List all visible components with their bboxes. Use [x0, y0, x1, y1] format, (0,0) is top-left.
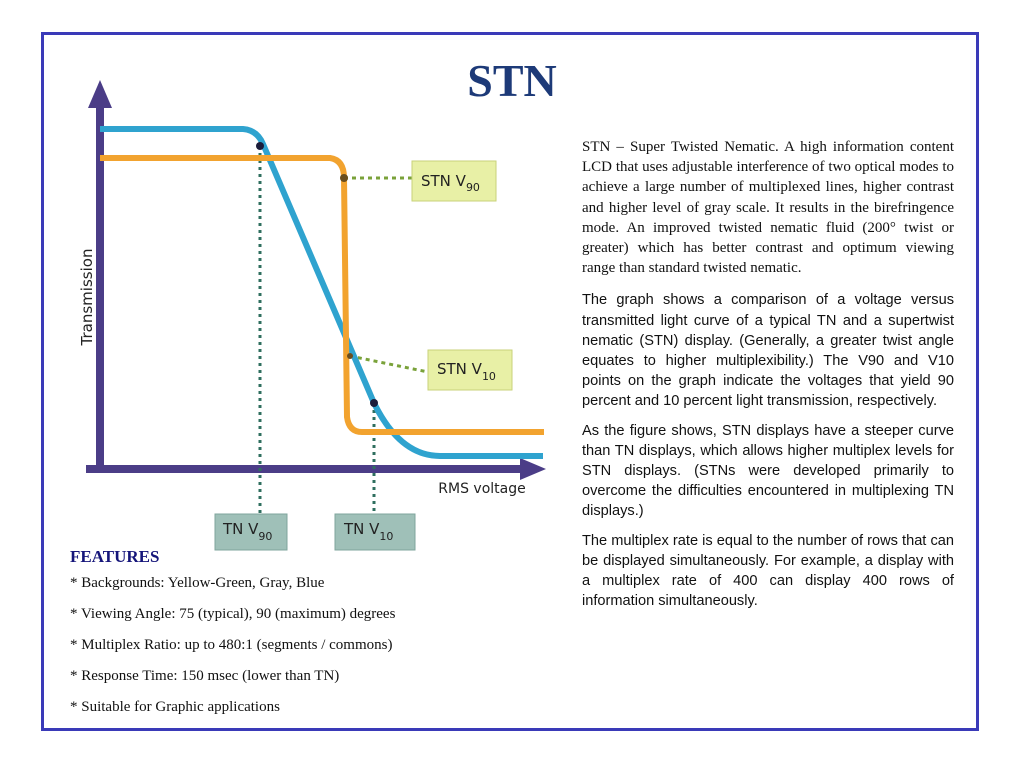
svg-text:TN V10: TN V10 [343, 520, 393, 543]
svg-text:STN V90: STN V90 [421, 172, 480, 194]
x-axis-arrowhead [520, 458, 546, 480]
tn-v10-point [370, 399, 378, 407]
svg-text:STN V10: STN V10 [437, 360, 496, 383]
graph-explanation-paragraph: The graph shows a comparison of a voltag… [582, 292, 954, 410]
stn-v90-label-sub: 90 [466, 181, 480, 194]
axes [86, 80, 546, 480]
slide-frame [41, 32, 979, 731]
multiplex-rate-paragraph: The multiplex rate is equal to the numbe… [582, 532, 954, 610]
stn-v90-label-main: STN V [421, 172, 467, 190]
stn-v10-point [347, 353, 353, 359]
tn-stn-transmission-diagram: Transmission RMS voltage STN V90 STN V10… [78, 80, 546, 551]
tn-v90-label-sub: 90 [258, 530, 272, 543]
feature-item: * Response Time: 150 msec (lower than TN… [70, 668, 340, 684]
feature-item: * Multiplex Ratio: up to 480:1 (segments… [70, 637, 393, 653]
tn-v90-point [256, 142, 264, 150]
stn-v10-label: STN V10 [427, 349, 513, 391]
tn-v90-label-main: TN V [222, 520, 259, 538]
description-column: STN – Super Twisted Nematic. A high info… [582, 137, 954, 620]
stn-v10-label-sub: 10 [482, 370, 496, 383]
stn-definition-paragraph: STN – Super Twisted Nematic. A high info… [582, 139, 954, 277]
feature-item: * Viewing Angle: 75 (typical), 90 (maxim… [70, 606, 396, 622]
tn-v90-label: TN V90 [214, 513, 288, 551]
svg-text:TN V90: TN V90 [222, 520, 272, 543]
leaders [258, 146, 429, 517]
stn-curve [100, 155, 544, 435]
features-heading: FEATURES [70, 547, 160, 566]
stn-v90-point [340, 174, 348, 182]
tn-v10-label: TN V10 [334, 513, 416, 551]
stn-v90-label: STN V90 [411, 160, 497, 202]
tn-v10-label-main: TN V [343, 520, 380, 538]
y-axis-label: Transmission [78, 249, 96, 347]
tn-v10-label-sub: 10 [379, 530, 393, 543]
feature-item: * Backgrounds: Yellow-Green, Gray, Blue [70, 575, 325, 591]
feature-item: * Suitable for Graphic applications [70, 699, 280, 715]
slide-title: STN [467, 55, 557, 106]
x-axis-label: RMS voltage [438, 481, 525, 497]
stn-v10-leader [349, 354, 429, 374]
y-axis-arrowhead [88, 80, 112, 108]
stn-v10-label-main: STN V [437, 360, 483, 378]
features-list: FEATURES * Backgrounds: Yellow-Green, Gr… [70, 547, 490, 728]
steeper-curve-paragraph: As the figure shows, STN displays have a… [582, 422, 954, 520]
